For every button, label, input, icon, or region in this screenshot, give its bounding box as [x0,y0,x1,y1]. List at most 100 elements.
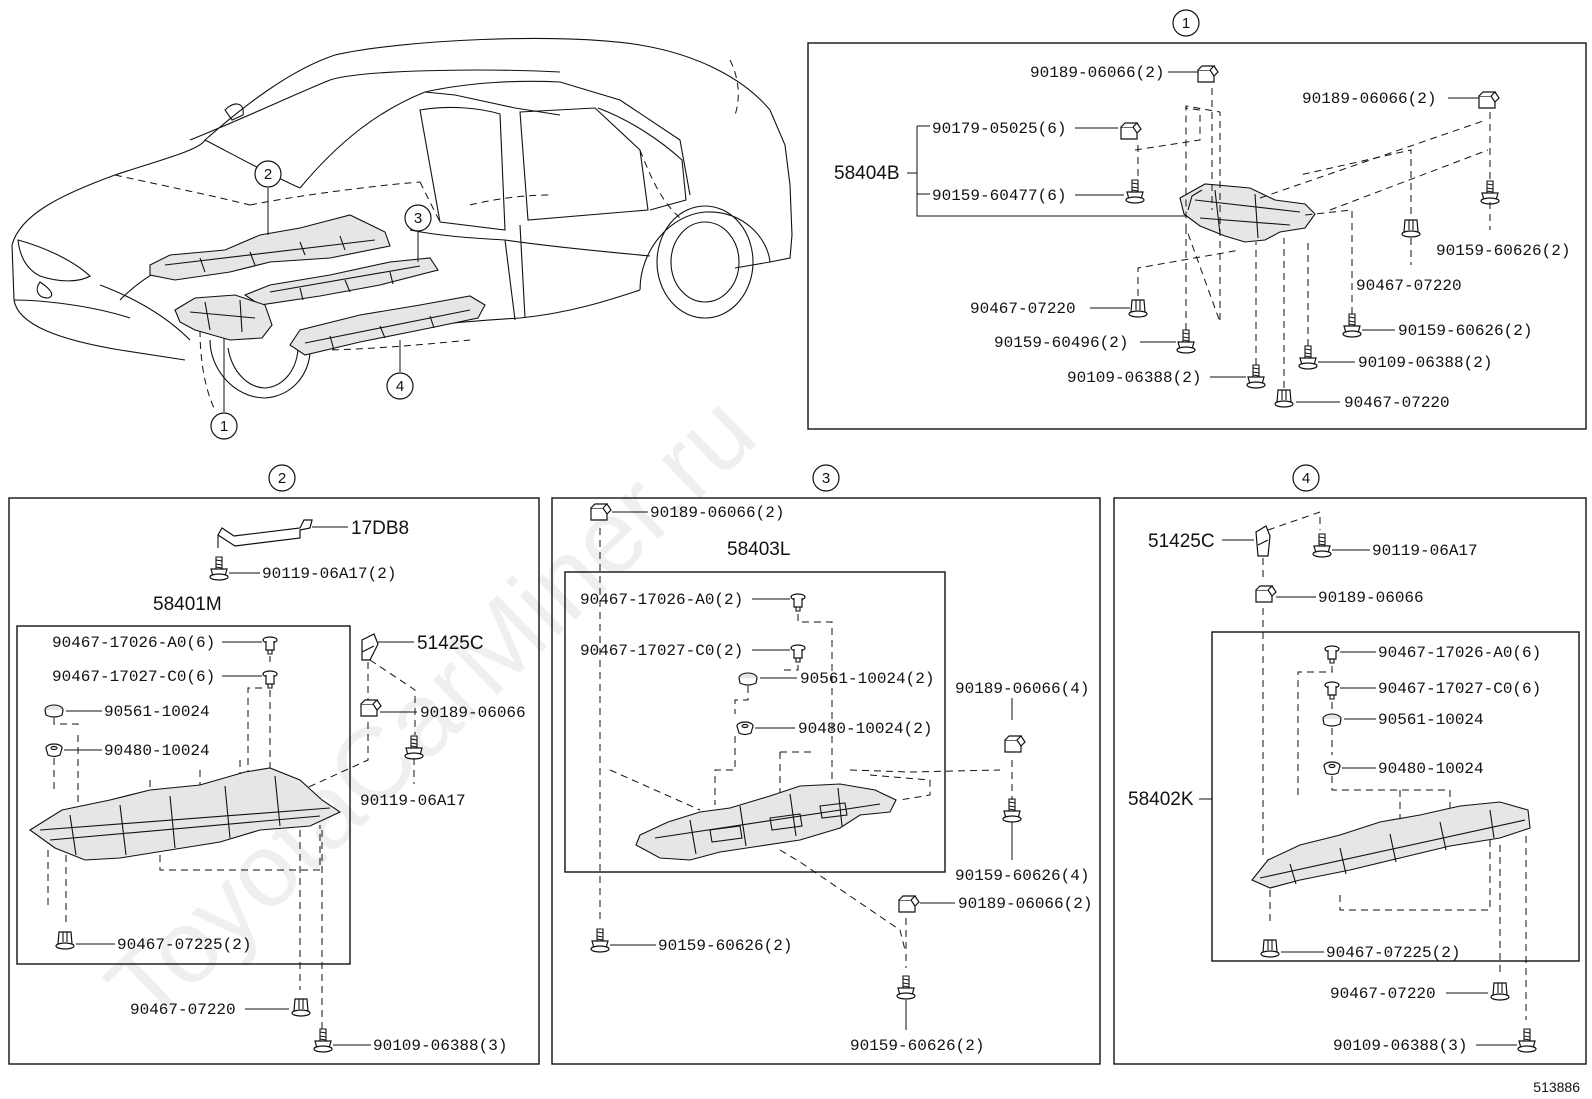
callout-4: 4 [396,378,404,395]
bolt-icon [1002,798,1022,823]
part-label: 90159-60477(6) [932,187,1066,205]
part-label: 90467-17027-C0(6) [1378,680,1541,698]
part-label: 90159-60626(2) [1436,242,1570,260]
part-label: 90159-60626(4) [955,867,1089,885]
bolt-icon [1298,345,1318,370]
bolt-icon [1312,533,1332,558]
part-label: 90467-17027-C0(2) [580,642,743,660]
cap-icon [1322,713,1342,727]
part-label: 90561-10024 [1378,711,1484,729]
nut-clip-icon [898,895,920,913]
undercover-58402K [1251,801,1531,889]
panel-1-heading: 1 [1182,15,1190,32]
rivet-icon [790,644,806,663]
bolt-icon [1125,179,1145,204]
reference-number: 513886 [1533,1079,1580,1095]
clip-icon [1260,939,1280,958]
undercover-58404B [1179,183,1316,243]
rivet-icon [1324,645,1340,664]
part-label: 90480-10024 [104,742,210,760]
panel-4-heading: 4 [1302,470,1310,487]
part-label: 90467-07220 [1330,985,1436,1003]
part-label: 90467-17026-A0(2) [580,591,743,609]
side-part-51425C [1255,525,1271,557]
nut-clip-icon [1478,91,1500,109]
part-label: 90467-07225(2) [1326,944,1460,962]
rivet-icon [1324,681,1340,700]
bolt-icon [209,556,229,581]
bolt-icon [1517,1028,1537,1053]
part-label: 90189-06066(2) [1030,64,1164,82]
part-label: 90119-06A17 [1372,542,1478,560]
clip-icon [1128,299,1148,318]
part-label: 90189-06066(2) [1302,90,1436,108]
nut-clip-icon [1004,735,1026,753]
panel-3-heading: 3 [822,470,830,487]
rivet-icon [262,636,278,655]
bolt-icon [313,1028,333,1053]
clip-icon [1490,982,1510,1001]
part-label: 90189-06066 [1318,589,1424,607]
part-label: 90179-05025(6) [932,120,1066,138]
clip-icon [1401,219,1421,238]
car-overview: 2 3 4 1 [11,37,793,440]
callout-1: 1 [220,418,228,435]
clip-icon [1274,389,1294,408]
side-part-51425C [361,633,379,661]
panel-2: 2 17DB8 90119-06A17(2) 58401M 51425C 901… [8,464,540,1065]
assembly-label: 58403L [727,539,790,560]
bolt-icon [1480,180,1500,205]
panel-4: 4 51425C 90119-06A17 90189-06066 58402K … [1113,464,1587,1065]
part-label: 90119-06A17 [360,792,466,810]
rivet-icon [790,593,806,612]
rivet-icon [262,670,278,689]
grommet-icon [45,743,63,758]
bolt-icon [896,975,916,1000]
cap-icon [44,704,64,718]
bolt-icon [1176,329,1196,354]
part-label: 90109-06388(2) [1358,354,1492,372]
nut-clip-icon [1120,122,1142,140]
part-label: 90109-06388(3) [1333,1037,1467,1055]
part-label: 90467-07220 [970,300,1076,318]
panel-2-heading: 2 [278,470,286,487]
part-label: 90189-06066(2) [958,895,1092,913]
part-label: 90119-06A17(2) [262,565,396,583]
clip-icon [55,931,75,950]
part-label: 90467-07220 [1356,277,1462,295]
cap-icon [738,672,758,686]
part-label: 90109-06388(3) [373,1037,507,1055]
nut-clip-icon [1255,585,1277,603]
part-label: 90159-60496(2) [994,334,1128,352]
part-label: 90467-17026-A0(6) [52,634,215,652]
part-label: 90109-06388(2) [1067,369,1201,387]
grommet-icon [736,721,754,736]
clip-icon [291,998,311,1017]
assembly-label: 58402K [1128,789,1194,810]
bracket-label: 17DB8 [351,518,409,539]
bolt-icon [590,928,610,953]
part-label: 90480-10024(2) [798,720,932,738]
undercover-58403L [635,783,897,861]
part-label: 90467-07220 [1344,394,1450,412]
part-label: 90189-06066 [420,704,526,722]
panel-1: 1 58404B 90189-06066(2) 90189-06066(2) 9… [807,9,1587,430]
bracket-17DB8 [217,519,313,548]
grommet-icon [1323,761,1341,776]
undercover-58401M [29,767,342,861]
part-label: 90467-17027-C0(6) [52,668,215,686]
part-label: 90467-07220 [130,1001,236,1019]
assembly-label: 58404B [834,163,900,184]
assembly-label: 58401M [153,594,222,615]
part-label: 90561-10024 [104,703,210,721]
part-label: 90480-10024 [1378,760,1484,778]
part-label: 90159-60626(2) [850,1037,984,1055]
part-label: 90159-60626(2) [658,937,792,955]
part-label: 90561-10024(2) [800,670,934,688]
side-part-label: 51425C [417,633,484,654]
nut-clip-icon [1197,65,1219,83]
bolt-icon [1342,313,1362,338]
part-label: 90189-06066(2) [650,504,784,522]
part-label: 90467-17026-A0(6) [1378,644,1541,662]
